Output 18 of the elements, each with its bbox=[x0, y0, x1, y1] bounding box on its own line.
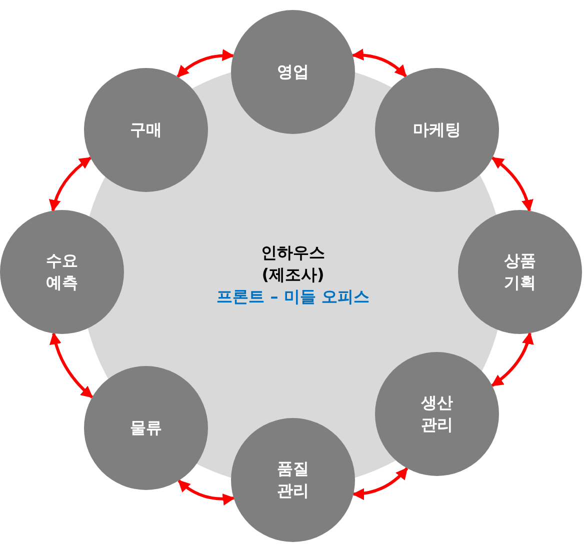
double-arrow bbox=[176, 49, 234, 78]
double-arrow bbox=[352, 467, 408, 500]
circle-label: 생산 관리 bbox=[420, 392, 454, 436]
circle-label: 영업 bbox=[276, 61, 310, 83]
double-arrow bbox=[491, 156, 533, 212]
circle-label: 물류 bbox=[129, 417, 163, 439]
double-arrow bbox=[49, 156, 92, 212]
double-arrow bbox=[352, 48, 407, 78]
circle-label: 마케팅 bbox=[412, 119, 462, 141]
double-arrow bbox=[178, 480, 235, 506]
double-arrow bbox=[50, 332, 94, 398]
circle-label: 수요 예측 bbox=[45, 250, 79, 294]
circle-label: 품질 관리 bbox=[276, 458, 310, 502]
center-title: 인하우스 (제조사) bbox=[260, 242, 326, 286]
circle-label: 구매 bbox=[129, 119, 163, 141]
center-subtitle: 프론트 – 미들 오피스 bbox=[216, 286, 370, 308]
circle-label: 상품 기획 bbox=[503, 250, 537, 294]
double-arrow bbox=[491, 332, 534, 387]
